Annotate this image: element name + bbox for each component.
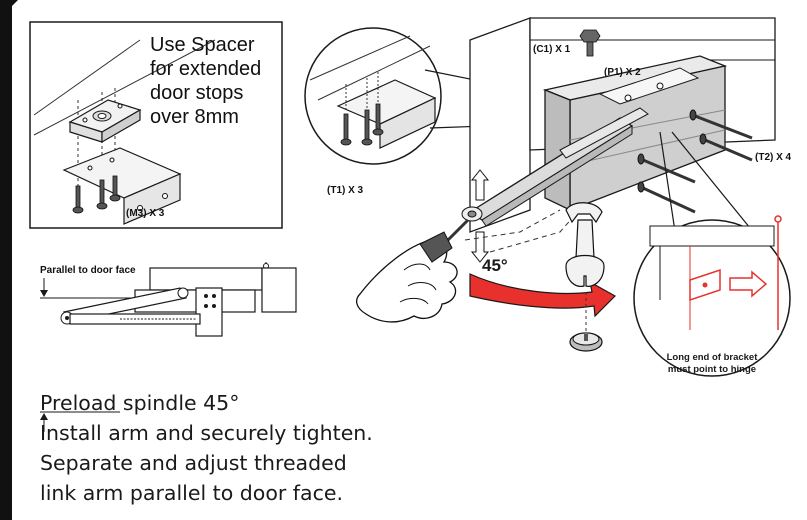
callout-line: must point to hinge <box>667 364 757 375</box>
wrench-icon <box>565 202 605 287</box>
up-arrow-icon <box>470 169 490 201</box>
instruction-line: Preload spindle 45° <box>40 391 240 415</box>
spacer-note: Use Spacer for extended door stops over … <box>150 33 261 129</box>
instruction-line: Install arm and securely tighten. <box>40 421 373 445</box>
bracket-callout-text: Long end of bracket must point to hinge <box>632 352 792 376</box>
parallel-side-view <box>40 262 297 432</box>
c1-screw <box>579 29 601 57</box>
spacer-note-line: for extended <box>150 58 262 80</box>
left-edge-bar <box>0 0 12 520</box>
angle-label: 45° <box>482 256 508 275</box>
instructions: Preload spindle 45° Install arm and secu… <box>40 388 373 508</box>
arm-rotation-outline <box>464 209 576 253</box>
label-c1: (C1) X 1 <box>533 44 571 55</box>
spindle-cap-icon <box>569 292 603 352</box>
magnified-t1-inset <box>304 27 442 165</box>
closer-body <box>542 55 728 212</box>
spacer-note-line: over 8mm <box>150 106 239 128</box>
spacer-note-line: Use Spacer <box>150 34 255 56</box>
label-p1: (P1) X 2 <box>604 67 641 78</box>
label-t2: (T2) X 4 <box>755 152 792 163</box>
instruction-line: link arm parallel to door face. <box>40 481 343 505</box>
down-arrow-icon <box>470 231 490 263</box>
spacer-inset <box>29 21 283 229</box>
hand-screwdriver-icon <box>355 218 470 323</box>
spacer-note-line: door stops <box>150 82 244 104</box>
label-m3: (M3) X 3 <box>126 208 165 219</box>
bracket-callout-inset <box>633 131 791 377</box>
main-arm <box>461 107 649 227</box>
t2-screws <box>637 109 753 214</box>
label-t1: (T1) X 3 <box>327 185 364 196</box>
rotation-arrow-icon <box>469 273 616 318</box>
instruction-line: Separate and adjust threaded <box>40 451 347 475</box>
callout-line: Long end of bracket <box>666 352 758 363</box>
label-parallel: Parallel to door face <box>40 265 136 276</box>
